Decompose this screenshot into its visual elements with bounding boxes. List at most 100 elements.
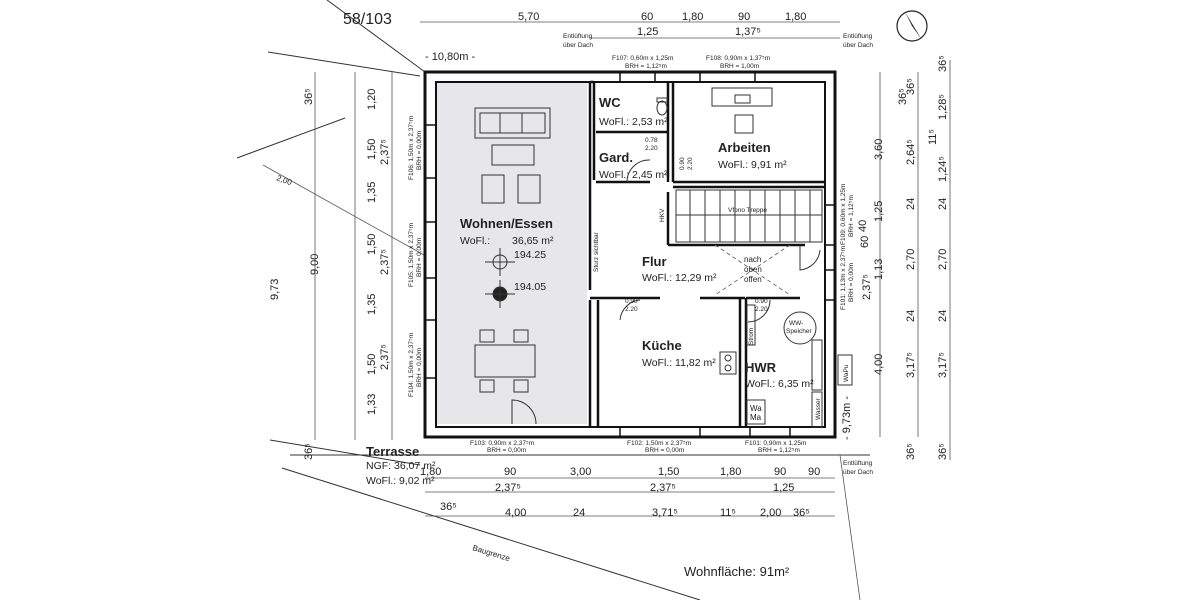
sink-icon (719, 351, 737, 375)
entlueftung-note: Entlüftung (843, 33, 873, 40)
room-name-flur: Flur (642, 254, 667, 269)
note-hkv: HKV (659, 208, 666, 222)
dim-right2: 36⁵ (905, 443, 917, 460)
wapu-box (837, 354, 853, 386)
door-dim: 2.20 (687, 157, 694, 170)
window-label: BRH = 0,00m (848, 263, 855, 302)
note-sturz: Sturz sichtbar (593, 231, 600, 272)
dim-bottom3: 36⁵ (440, 501, 457, 513)
window-label: F108: 0,90m x 1,37⁵m (706, 55, 770, 62)
dim-bottom3: 3,71⁵ (652, 507, 678, 519)
dim-right-inner: 2,37⁵ (861, 274, 873, 300)
door-dim: 2.20 (625, 306, 638, 313)
dim-bottom: 90 (504, 466, 516, 478)
dim-right3: 36⁵ (937, 443, 949, 460)
dim-top: 5,70 (518, 11, 539, 23)
property-lines (236, 0, 870, 600)
dim-bottom3: 36⁵ (793, 507, 810, 519)
armchairs-icon (481, 174, 541, 204)
window-label: F106: 1,50m x 2,37⁵m (408, 116, 415, 180)
window-label: BRH = 1,00m (720, 63, 759, 70)
dim-right-inner: 40 (857, 220, 869, 232)
dim-right2: 2,64⁵ (905, 139, 917, 165)
dim-left-diag: 2,00 (275, 173, 293, 187)
north-arrow-icon (896, 10, 928, 42)
dim-right2: 3,17⁵ (905, 352, 917, 378)
dim-left: 1,35 (366, 294, 378, 315)
dim-left: 1,50 (366, 234, 378, 255)
dim-left: 1,50 (366, 139, 378, 160)
dim-bottom: 1,80 (420, 466, 441, 478)
window-label: BRH = 0,00m (416, 131, 423, 170)
dim-right-inner: 60 (859, 236, 871, 248)
door-dim: 0.90 (755, 298, 768, 305)
window-label: BRH = 0,00m (416, 238, 423, 277)
dim-top: 90 (738, 11, 750, 23)
window-label: BRH = 1,12⁵m (848, 195, 855, 237)
sofa-icon (474, 107, 551, 139)
window-label: F104: 1,50m x 2,37⁵m (408, 333, 415, 397)
room-name-wohnen: Wohnen/Essen (460, 216, 553, 231)
window-label: F102: 1,50m x 2,37⁵m (627, 440, 691, 447)
dim-right3: 1,24⁵ (937, 156, 949, 182)
level-value: 194.25 (514, 249, 546, 261)
dim-bottom3: 11⁵ (720, 507, 736, 519)
room-name-wc: WC (599, 95, 621, 110)
dim-left: 1,20 (366, 89, 378, 110)
note-ww: WW- (789, 320, 803, 327)
dim-left: 1,33 (366, 394, 378, 415)
room-wofl: WoFl.: 2,45 m² (599, 169, 668, 181)
door-dim: 2.20 (755, 306, 768, 313)
dim-right2: 36⁵ (905, 78, 917, 95)
note-wasser: Wasser (815, 397, 822, 420)
entlueftung-note: über Dach (843, 42, 873, 49)
dim-top2: 1,37⁵ (735, 26, 761, 38)
window-label: BRH = 1,12⁵m (758, 447, 800, 454)
dim-top-label: - 10,80m - (425, 51, 475, 63)
hwr-fixtures (746, 304, 823, 428)
door-dim: 0.90 (679, 157, 686, 170)
level-marker-icon (485, 248, 515, 308)
terrasse-ngf: NGF: 36,07 m² (366, 460, 436, 472)
note-ww: Speicher (786, 328, 812, 335)
stair-opening-lines (714, 244, 791, 296)
dim-bottom: 1,50 (658, 466, 679, 478)
dim-right: 1,13 (873, 259, 885, 280)
dim-bottom3: 4,00 (505, 507, 526, 519)
staircase-icon (675, 189, 823, 243)
baugrenze-label: Baugrenze (471, 543, 511, 563)
desk-icon (711, 87, 773, 134)
dim-left-total: 9,73 (269, 279, 281, 300)
window-label: BRH = 0,00m (416, 348, 423, 387)
dim-right: 3,60 (873, 139, 885, 160)
room-name-arbeiten: Arbeiten (718, 140, 771, 155)
room-wofl: WoFl.: 11,82 m² (642, 357, 716, 369)
dim-left2: 2,37⁵ (379, 139, 391, 165)
window-label: BRH = 0,00m (645, 447, 684, 454)
interior-walls (588, 80, 825, 427)
room-wofl: WoFl.: 6,35 m² (745, 378, 814, 390)
room-wofl-value: 36,65 m² (512, 235, 554, 247)
dim-top: 60 (641, 11, 653, 23)
room-name-gard: Gard. (599, 150, 633, 165)
dim-right-label: - 9,73m - (841, 396, 853, 440)
dim-bottom3: 24 (573, 507, 585, 519)
dim-left2: 36⁵ (303, 443, 315, 460)
entlueftung-note: Entlüftung (563, 33, 593, 40)
room-name-hwr: HWR (745, 360, 777, 375)
entlueftung-note: über Dach (843, 469, 873, 476)
dim-left: 1,50 (366, 354, 378, 375)
dim-bottom2: 1,25 (773, 482, 794, 494)
dimension-lines (314, 21, 951, 517)
dim-right3: 36⁵ (937, 55, 949, 72)
door-dim: 0.78 (645, 137, 658, 144)
dim-right2: 11⁵ (927, 129, 939, 145)
dim-right3: 2,70 (937, 249, 949, 270)
window-label: F109: 0,60m x 1,25m (840, 184, 847, 245)
toilet-icon (656, 97, 668, 116)
note-nach-oben: offen (744, 275, 762, 284)
door-dim: 2.20 (645, 145, 658, 152)
terrasse-wofl: WoFl.: 9,02 m² (366, 475, 435, 487)
entlueftung-note: über Dach (563, 42, 593, 49)
